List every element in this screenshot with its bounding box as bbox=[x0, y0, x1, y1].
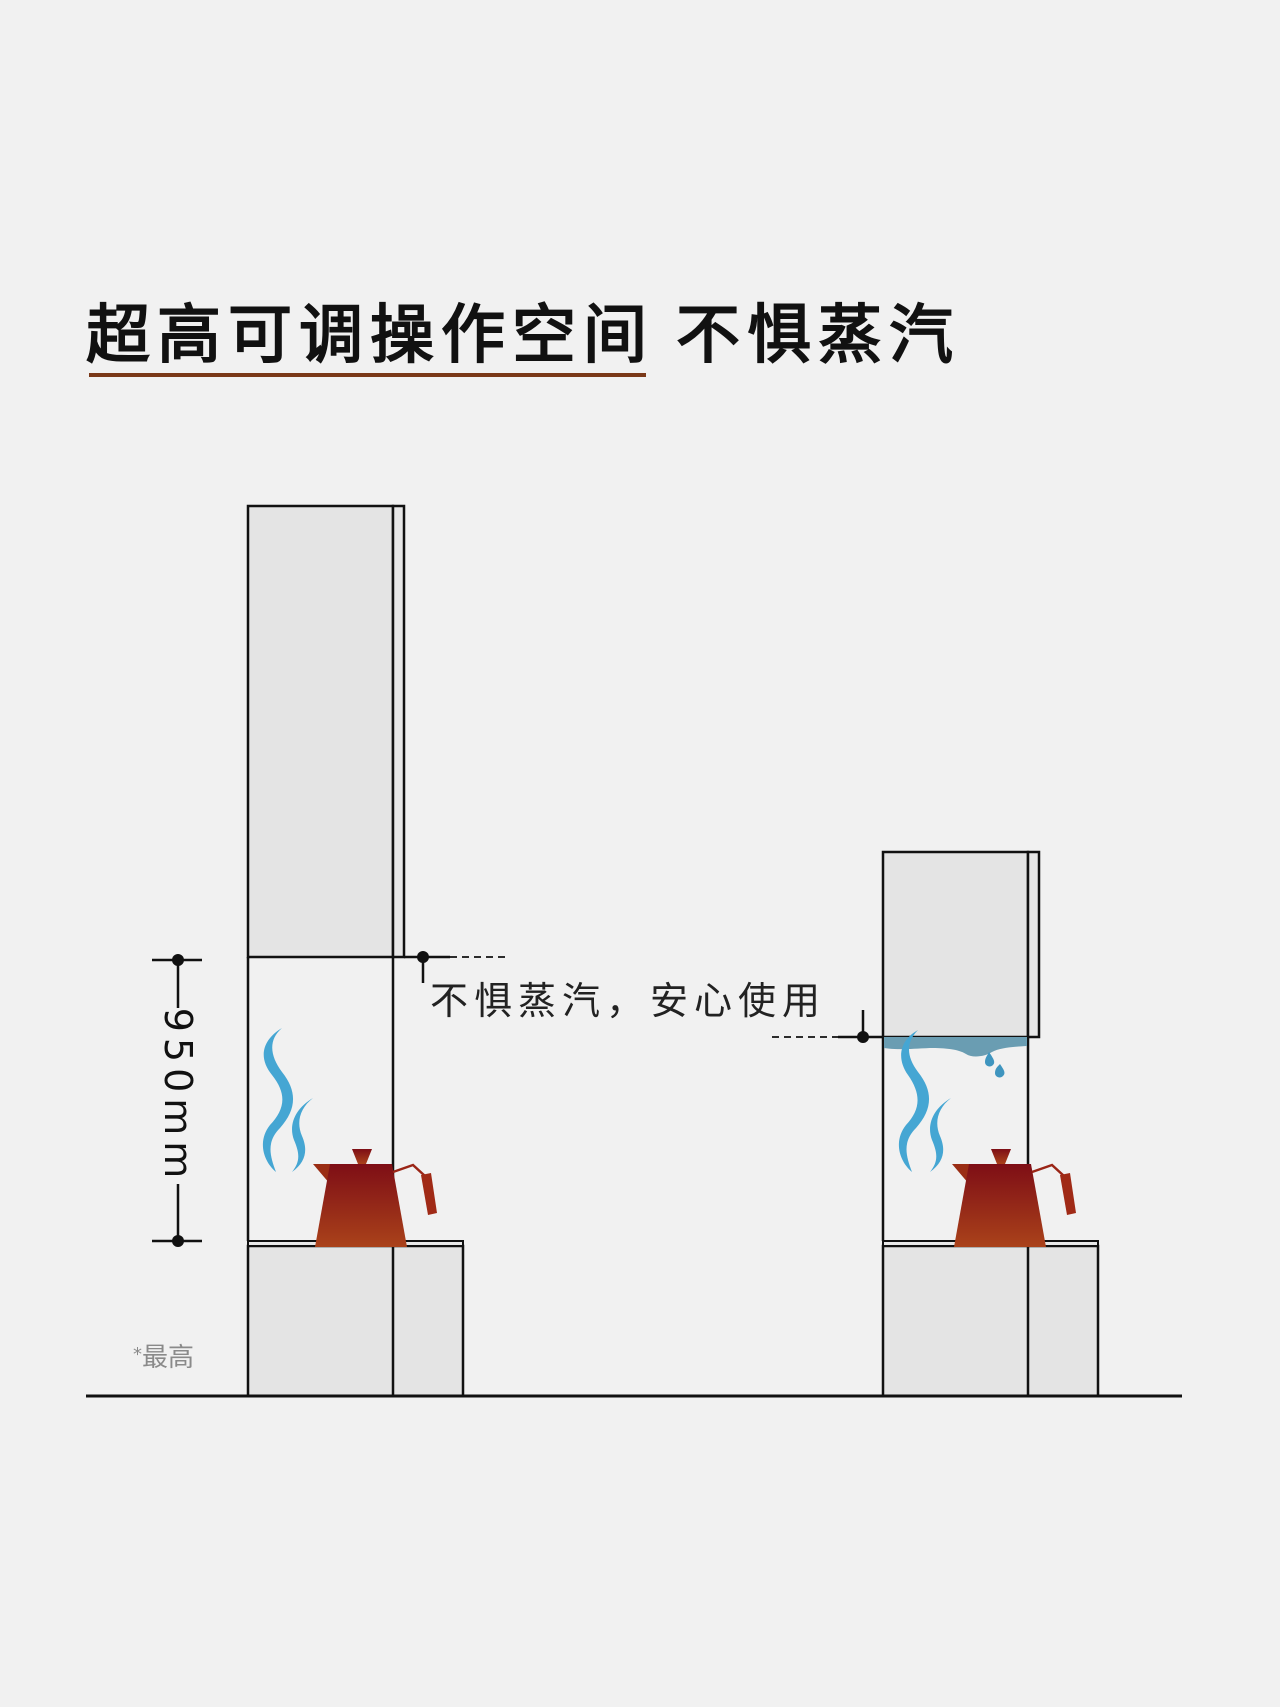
footnote-text: 最高 bbox=[142, 1343, 195, 1373]
right-base-cabinet bbox=[881, 1240, 1100, 1398]
kettle-icon bbox=[952, 1149, 1076, 1247]
kettle-icon bbox=[313, 1149, 437, 1247]
footnote: *最高 bbox=[133, 1338, 194, 1375]
callout-marker-right bbox=[772, 1010, 883, 1043]
title-underline bbox=[89, 373, 646, 377]
page-title: 超高可调操作空间不惧蒸汽 bbox=[86, 296, 960, 376]
footnote-star: * bbox=[133, 1344, 142, 1365]
dimension-label: 950mm bbox=[156, 1007, 200, 1185]
callout-marker-left bbox=[404, 951, 508, 983]
water-drop-icon bbox=[884, 1037, 1027, 1078]
right-upper-cabinet bbox=[881, 850, 1041, 1039]
title-secondary: 不惧蒸汽 bbox=[676, 299, 960, 373]
steam-icon bbox=[262, 1028, 313, 1172]
title-highlight: 超高可调操作空间 bbox=[86, 299, 654, 373]
dimension-line bbox=[152, 954, 202, 1247]
left-base-cabinet bbox=[246, 1240, 465, 1398]
left-scene bbox=[152, 504, 508, 1398]
left-upper-cabinet bbox=[246, 504, 406, 959]
callout-text: 不惧蒸汽，安心使用 bbox=[430, 979, 827, 1023]
right-scene bbox=[772, 850, 1100, 1398]
steam-icon bbox=[898, 1030, 951, 1172]
